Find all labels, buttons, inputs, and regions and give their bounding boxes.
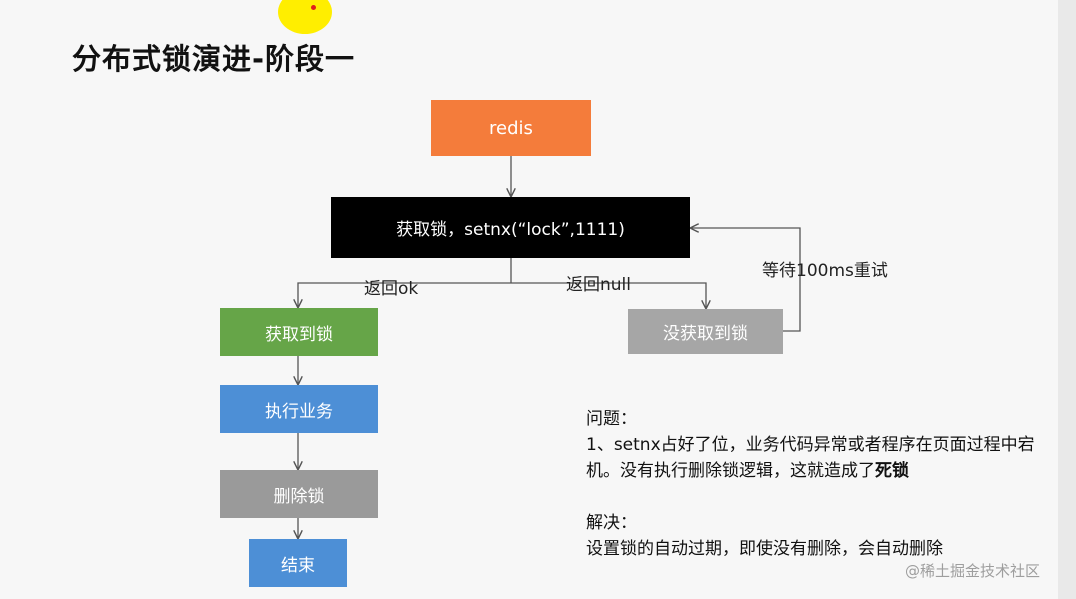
problem-emphasis: 死锁 <box>875 461 909 481</box>
pointer-highlight-icon <box>278 0 332 34</box>
window-edge <box>1058 0 1076 599</box>
watermark: @稀土掘金技术社区 <box>905 562 1041 580</box>
node-acquire-lock: 获取锁，setnx(“lock”,1111) <box>331 197 690 258</box>
arrow-to-got-lock <box>298 282 511 307</box>
edge-label-null: 返回null <box>566 275 631 295</box>
node-redis: redis <box>431 100 591 156</box>
node-execute-business: 执行业务 <box>220 385 378 433</box>
node-end: 结束 <box>249 539 347 587</box>
arrow-to-not-got-lock <box>511 282 706 308</box>
node-not-got-lock: 没获取到锁 <box>628 309 783 354</box>
edge-label-ok: 返回ok <box>364 279 419 299</box>
node-delete-lock: 删除锁 <box>220 470 378 518</box>
slide-title: 分布式锁演进-阶段一 <box>72 42 356 76</box>
solution-heading: 解决： <box>586 513 637 533</box>
arrow-retry-loop <box>691 228 801 332</box>
solution-text: 设置锁的自动过期，即使没有删除，会自动删除 <box>586 539 943 559</box>
edge-label-retry: 等待100ms重试 <box>762 261 888 281</box>
notes-panel: 问题： 1、setnx占好了位，业务代码异常或者程序在页面过程中宕机。没有执行删… <box>586 406 1046 562</box>
problem-heading: 问题： <box>586 409 637 429</box>
node-got-lock: 获取到锁 <box>220 308 378 356</box>
problem-text: 1、setnx占好了位，业务代码异常或者程序在页面过程中宕机。没有执行删除锁逻辑… <box>586 435 1035 481</box>
